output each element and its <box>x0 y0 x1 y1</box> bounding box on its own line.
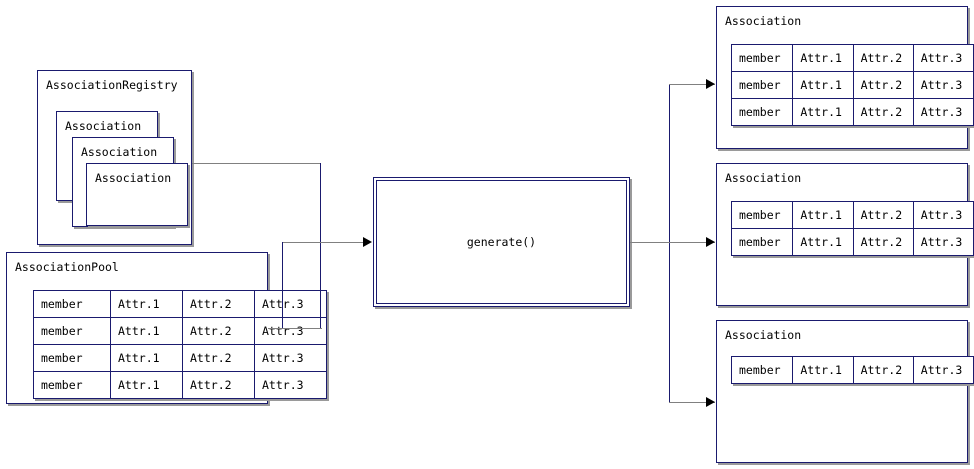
association-output-1-table-body: member Attr.1 Attr.2 Attr.3 member Attr.… <box>730 44 974 126</box>
cell-attr-1: Attr.1 <box>792 98 854 126</box>
arrow-into-generate <box>363 237 372 247</box>
connector-input-bus-vertical <box>320 163 321 329</box>
association-output-3-table[interactable]: member Attr.1 Attr.2 Attr.3 <box>730 356 974 384</box>
connector-registry-horizontal <box>192 163 321 164</box>
connector-input-riser-vertical <box>282 242 283 329</box>
connector-input-to-generate <box>282 242 364 243</box>
cell-attr-2: Attr.2 <box>182 371 255 399</box>
cell-attr-2: Attr.2 <box>182 317 255 345</box>
cell-member: member <box>33 317 111 345</box>
connector-output-bus-vertical <box>669 84 670 402</box>
generate-process-label: generate() <box>466 235 537 249</box>
cell-attr-1: Attr.1 <box>110 317 183 345</box>
association-pool-table[interactable]: member Attr.1 Attr.2 Attr.3 member Attr.… <box>33 290 327 399</box>
association-output-2-title: Association <box>725 171 802 185</box>
cell-attr-3: Attr.3 <box>912 71 974 99</box>
cell-attr-2: Attr.2 <box>852 356 914 384</box>
cell-attr-1: Attr.1 <box>792 44 854 72</box>
cell-attr-1: Attr.1 <box>110 371 183 399</box>
cell-attr-3: Attr.3 <box>254 317 327 345</box>
cell-attr-2: Attr.2 <box>182 344 255 372</box>
cell-attr-1: Attr.1 <box>792 228 854 256</box>
association-output-3-table-body: member Attr.1 Attr.2 Attr.3 <box>730 356 974 384</box>
registry-stack-item-1-label: Association <box>65 119 142 133</box>
cell-member: member <box>33 344 111 372</box>
table-row[interactable]: member Attr.1 Attr.2 Attr.3 <box>33 317 327 345</box>
association-registry-title: AssociationRegistry <box>46 78 178 92</box>
generate-process-box[interactable]: generate() <box>373 177 630 307</box>
cell-attr-2: Attr.2 <box>852 201 914 229</box>
table-row[interactable]: member Attr.1 Attr.2 Attr.3 <box>33 344 327 372</box>
cell-attr-3: Attr.3 <box>912 98 974 126</box>
cell-member: member <box>730 356 794 384</box>
cell-member: member <box>33 371 111 399</box>
association-pool-table-body: member Attr.1 Attr.2 Attr.3 member Attr.… <box>33 290 327 399</box>
connector-output-1-horizontal <box>669 84 715 85</box>
table-row[interactable]: member Attr.1 Attr.2 Attr.3 <box>730 228 974 256</box>
cell-attr-2: Attr.2 <box>852 44 914 72</box>
cell-member: member <box>730 98 794 126</box>
cell-attr-1: Attr.1 <box>110 290 183 318</box>
connector-output-2-horizontal <box>630 242 715 243</box>
association-output-2-table[interactable]: member Attr.1 Attr.2 Attr.3 member Attr.… <box>730 201 974 256</box>
registry-stack-item-3[interactable]: Association <box>86 163 188 226</box>
cell-attr-1: Attr.1 <box>792 201 854 229</box>
cell-member: member <box>730 228 794 256</box>
association-output-box-3[interactable]: Association <box>716 320 968 463</box>
cell-attr-3: Attr.3 <box>912 228 974 256</box>
registry-stack-item-2-label: Association <box>81 145 158 159</box>
table-row[interactable]: member Attr.1 Attr.2 Attr.3 <box>730 356 974 384</box>
cell-attr-2: Attr.2 <box>852 71 914 99</box>
cell-attr-3: Attr.3 <box>254 344 327 372</box>
arrow-into-output-3 <box>706 397 715 407</box>
table-row[interactable]: member Attr.1 Attr.2 Attr.3 <box>730 98 974 126</box>
cell-member: member <box>730 71 794 99</box>
cell-member: member <box>730 201 794 229</box>
association-output-1-title: Association <box>725 14 802 28</box>
registry-stack-item-3-label: Association <box>95 171 172 185</box>
cell-attr-3: Attr.3 <box>912 44 974 72</box>
connector-output-3-horizontal <box>669 402 715 403</box>
association-output-2-table-body: member Attr.1 Attr.2 Attr.3 member Attr.… <box>730 201 974 256</box>
cell-attr-3: Attr.3 <box>254 371 327 399</box>
association-output-1-table[interactable]: member Attr.1 Attr.2 Attr.3 member Attr.… <box>730 44 974 126</box>
cell-attr-2: Attr.2 <box>852 98 914 126</box>
association-output-3-title: Association <box>725 328 802 342</box>
cell-attr-3: Attr.3 <box>254 290 327 318</box>
cell-attr-1: Attr.1 <box>792 71 854 99</box>
table-row[interactable]: member Attr.1 Attr.2 Attr.3 <box>730 44 974 72</box>
cell-attr-1: Attr.1 <box>110 344 183 372</box>
table-row[interactable]: member Attr.1 Attr.2 Attr.3 <box>730 71 974 99</box>
arrow-into-output-1 <box>706 79 715 89</box>
table-row[interactable]: member Attr.1 Attr.2 Attr.3 <box>730 201 974 229</box>
cell-attr-2: Attr.2 <box>182 290 255 318</box>
table-row[interactable]: member Attr.1 Attr.2 Attr.3 <box>33 371 327 399</box>
table-row[interactable]: member Attr.1 Attr.2 Attr.3 <box>33 290 327 318</box>
cell-attr-3: Attr.3 <box>912 201 974 229</box>
connector-pool-lower-horizontal <box>268 328 322 329</box>
cell-member: member <box>33 290 111 318</box>
arrow-into-output-2 <box>706 237 715 247</box>
cell-attr-1: Attr.1 <box>792 356 854 384</box>
cell-member: member <box>730 44 794 72</box>
cell-attr-2: Attr.2 <box>852 228 914 256</box>
association-pool-title: AssociationPool <box>15 260 119 274</box>
cell-attr-3: Attr.3 <box>912 356 974 384</box>
